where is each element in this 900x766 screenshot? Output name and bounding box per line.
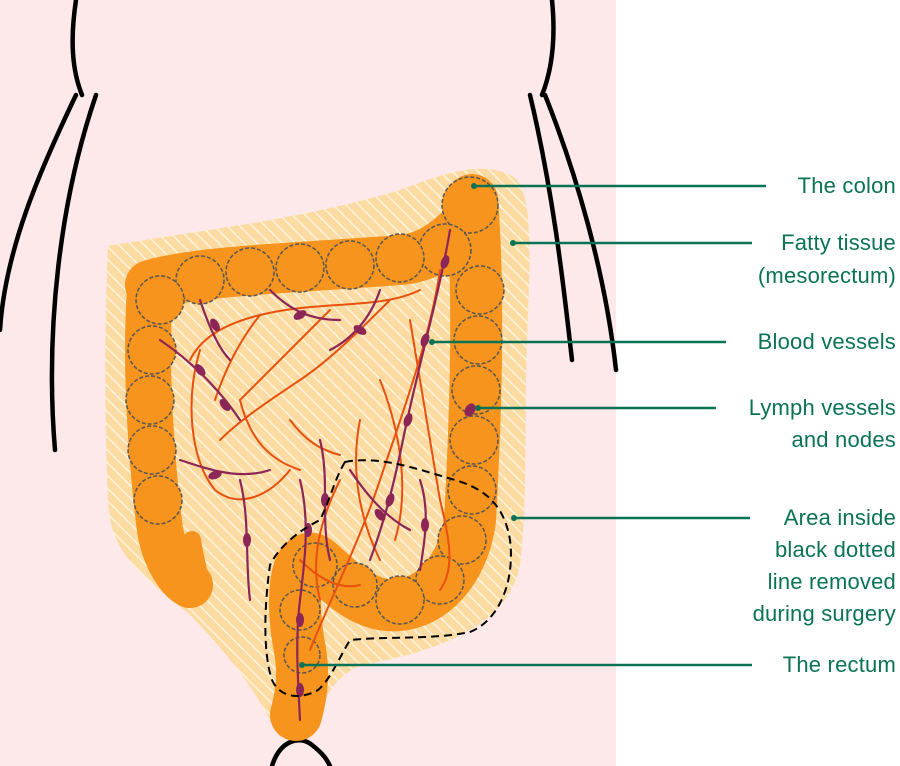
label-lymph-vessels: Lymph vessels <box>749 395 896 420</box>
label-area-inside: Area inside <box>784 505 896 530</box>
leader-lines <box>302 184 766 667</box>
label-fatty-tissue: Fatty tissue <box>781 230 896 255</box>
label-and-nodes: and nodes <box>791 427 896 452</box>
label-the-colon: The colon <box>798 173 896 198</box>
label-mesorectum: (mesorectum) <box>758 263 896 288</box>
label-the-rectum: The rectum <box>783 652 896 677</box>
label-black-dotted: black dotted <box>775 537 896 562</box>
blood-vessels <box>189 269 451 651</box>
label-line-removed: line removed <box>768 569 896 594</box>
label-blood-vessels: Blood vessels <box>758 329 896 354</box>
body-outline <box>0 0 619 766</box>
label-during-surgery: during surgery <box>753 601 896 626</box>
leader-dots <box>299 183 517 668</box>
surgery-area-outline <box>264 459 512 697</box>
